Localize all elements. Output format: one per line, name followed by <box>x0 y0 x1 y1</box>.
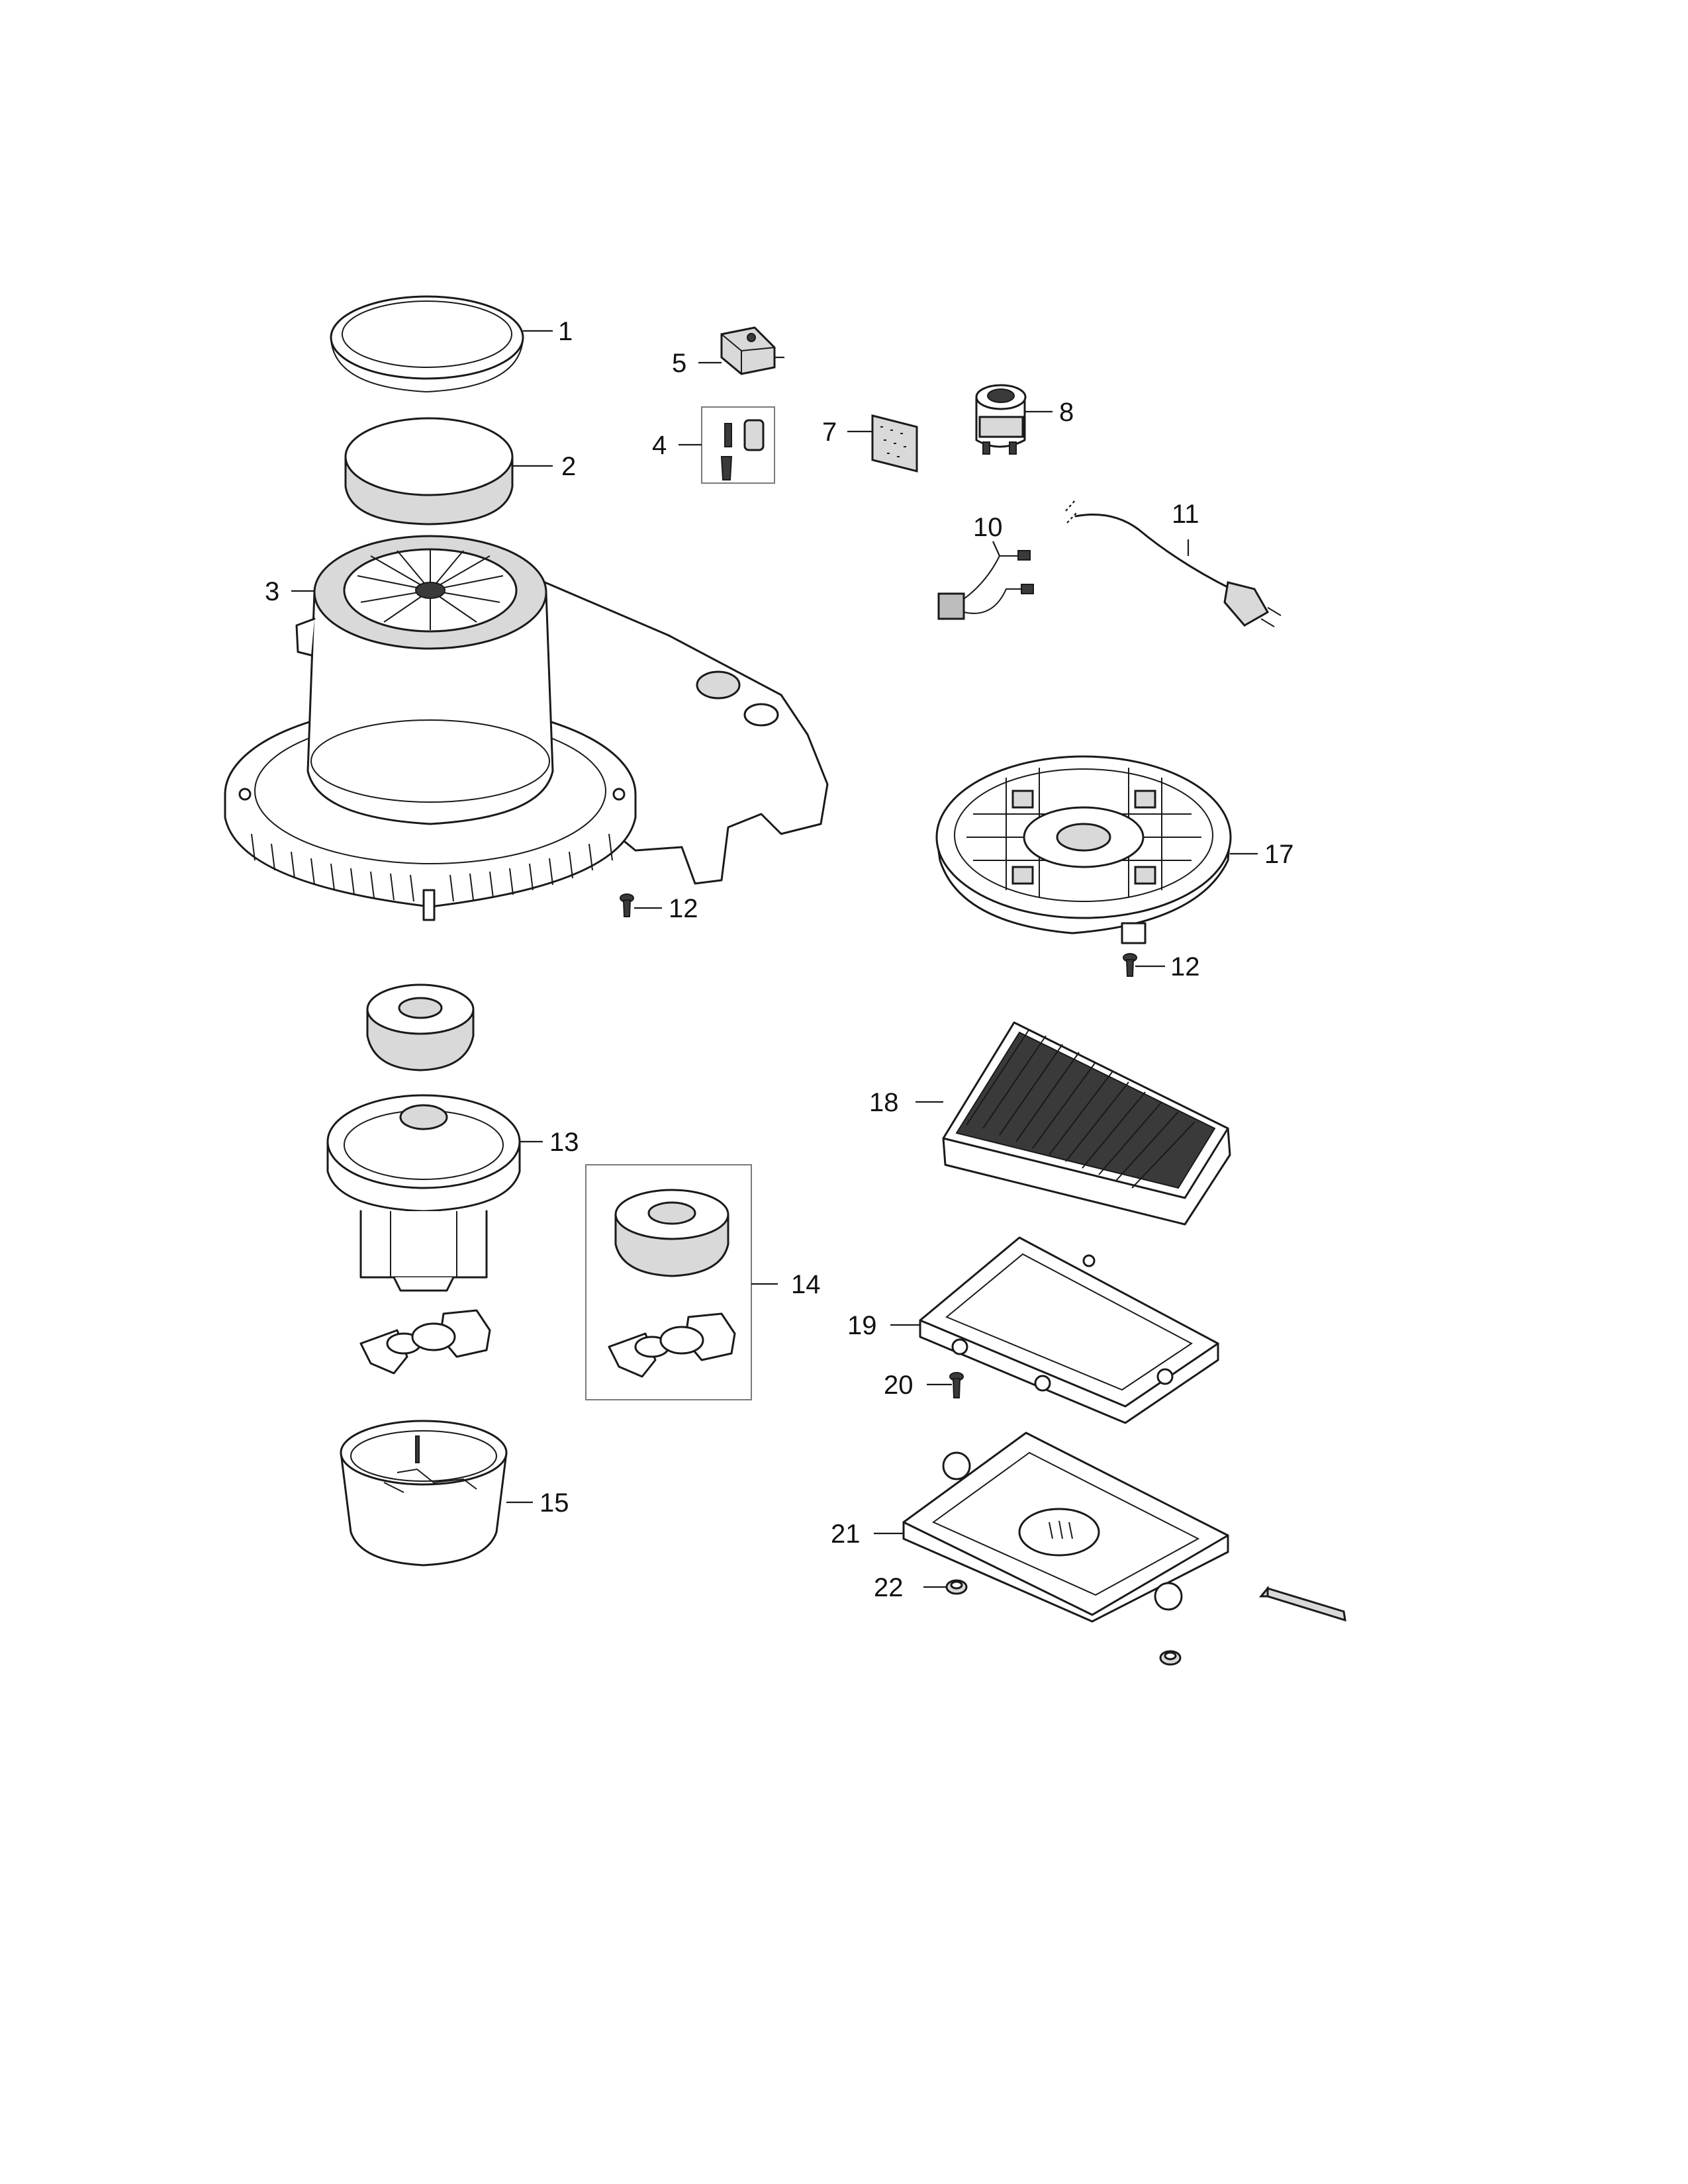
callout-11: 11 <box>1172 500 1199 529</box>
callout-17: 17 <box>1264 840 1294 869</box>
part-8-rocker-switch <box>975 384 1027 455</box>
part-13-motor-unit <box>326 983 521 1375</box>
part-14-spare-kit <box>585 1164 752 1400</box>
part-3-motor-housing <box>224 535 829 921</box>
callout-14: 14 <box>791 1270 821 1299</box>
hex-key-tool <box>1258 1585 1346 1622</box>
part-7-circuit-board <box>871 414 918 473</box>
part-5-switch-bracket <box>720 326 784 375</box>
part-17-filter-frame <box>935 755 1232 944</box>
part-18-panel-filter <box>942 1021 1231 1226</box>
callout-3: 3 <box>265 577 279 606</box>
callout-5: 5 <box>672 349 686 378</box>
part-12-screw-b <box>1123 953 1137 977</box>
part-11-power-cord <box>1065 499 1282 627</box>
cooling-fins <box>251 833 613 902</box>
part-22-fasteners <box>945 1579 1182 1666</box>
callout-22: 22 <box>874 1573 904 1602</box>
callout-15: 15 <box>539 1488 569 1518</box>
part-19-filter-tray <box>919 1236 1219 1424</box>
callout-7: 7 <box>822 418 837 447</box>
callout-20: 20 <box>884 1371 914 1400</box>
callout-1: 1 <box>558 317 573 346</box>
callout-8: 8 <box>1059 398 1074 427</box>
callout-18: 18 <box>869 1088 899 1117</box>
callout-4: 4 <box>652 431 667 460</box>
callout-labels: 1 2 3 4 5 7 8 10 11 12 12 13 14 15 17 18… <box>265 317 1294 1602</box>
callout-12-upper: 12 <box>669 894 698 923</box>
part-12-screw-a <box>620 893 634 917</box>
part-10-wire-harness <box>937 550 1034 620</box>
callout-13: 13 <box>549 1128 579 1157</box>
callout-10: 10 <box>973 513 1003 542</box>
leader-lines <box>291 330 1258 1588</box>
callout-2: 2 <box>561 452 576 481</box>
fan-blades <box>357 549 504 630</box>
part-4-screw-set <box>701 406 775 484</box>
callout-21: 21 <box>831 1520 861 1549</box>
part-1-seal-ring <box>330 295 524 393</box>
part-2-filter-disc <box>344 417 514 525</box>
callout-19: 19 <box>847 1311 877 1340</box>
part-20-screw <box>949 1372 964 1398</box>
part-21-base-plate <box>902 1432 1229 1623</box>
part-15-filter-cup <box>340 1420 508 1567</box>
callout-12-lower: 12 <box>1170 952 1200 981</box>
